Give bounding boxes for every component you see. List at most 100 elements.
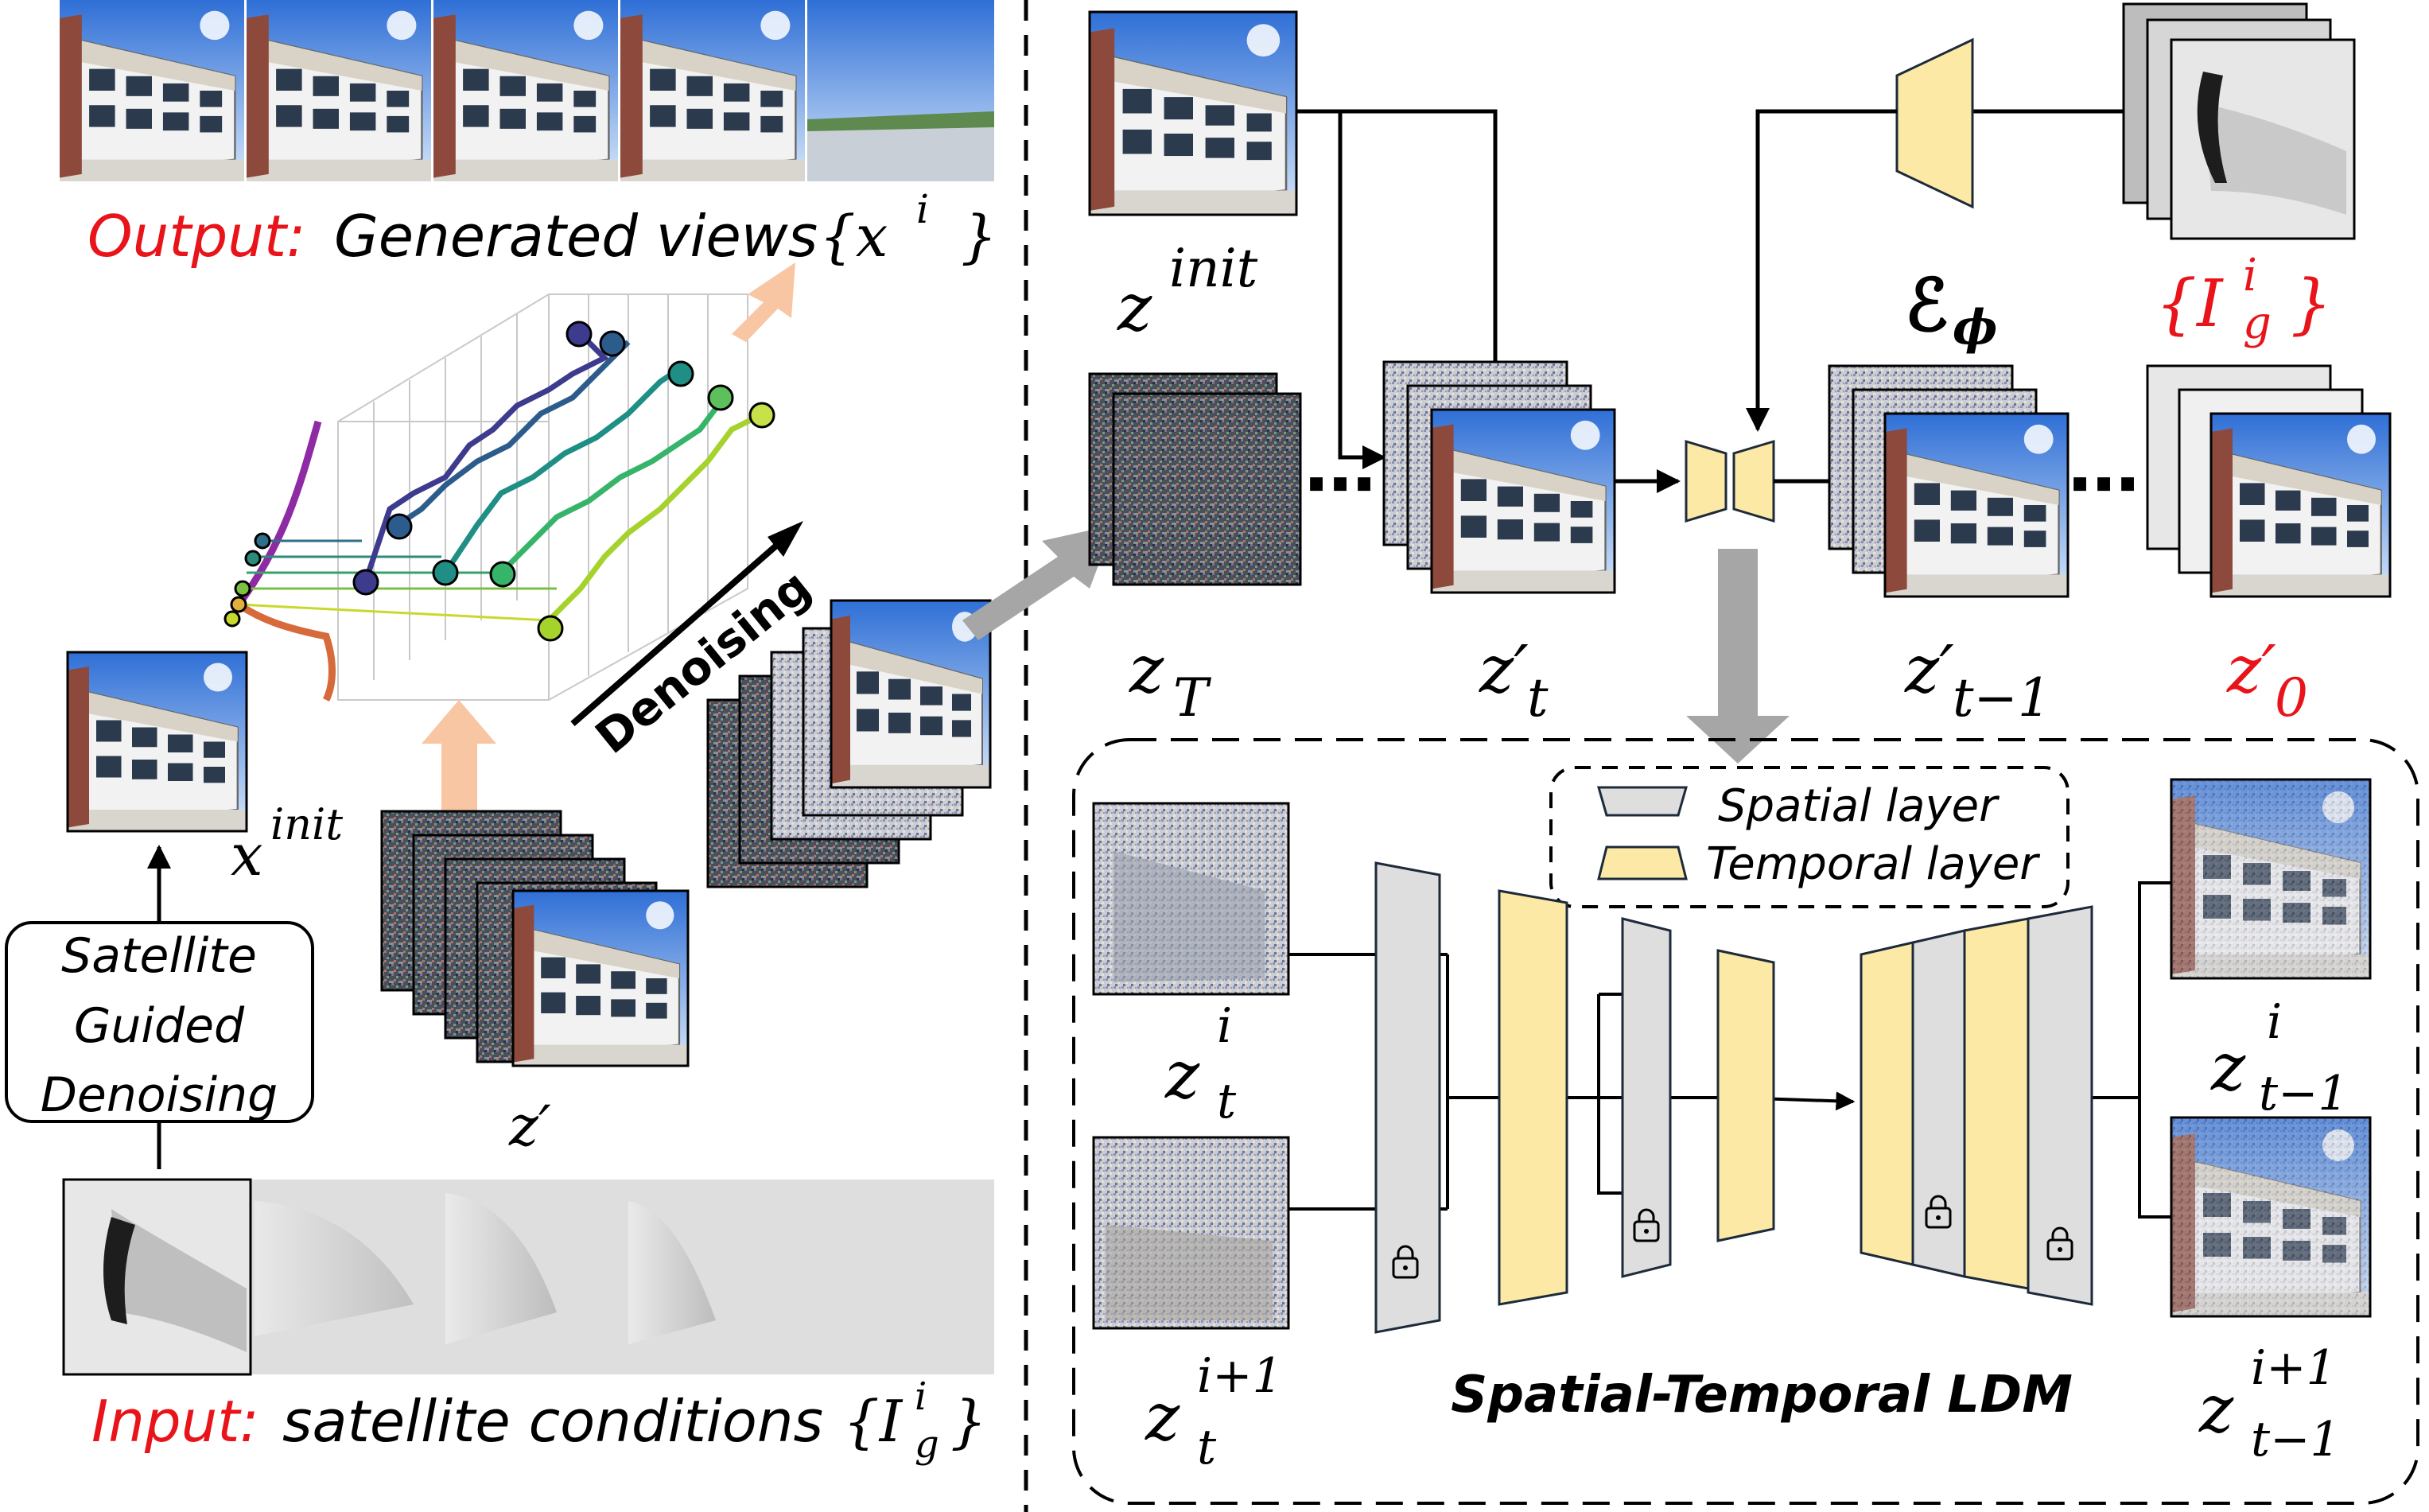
svg-text:i: i [1217,998,1232,1054]
spatial-layer-swatch [1597,786,1688,817]
svg-text:}: } [2291,266,2332,342]
svg-text:z: z [1129,632,1164,708]
svg-text:t: t [1197,1420,1217,1475]
svg-text:g: g [2243,297,2272,349]
ldm-network [1288,861,2171,1334]
output-caption: Output: Generated views {x i } [87,186,997,270]
svg-text:z: z [1164,1038,1200,1114]
lock-icon [1633,1208,1660,1242]
svg-text:z: z [2198,1372,2234,1448]
legend-spatial-label: Spatial layer [1718,780,2000,832]
spatial-layer-4 [2027,905,2093,1306]
z-0-label: z′ 0 [2226,632,2308,729]
gray-arrow-down [1686,549,1790,764]
temporal-layer-4 [1963,917,2030,1290]
z-t1-i1-label: z i+1 t−1 [2198,1340,2341,1467]
unet-block [1685,439,1775,523]
svg-text:{I: {I [2155,266,2224,342]
z-t-i1-image [1092,1136,1290,1330]
svg-text:t−1: t−1 [2259,1066,2349,1121]
svg-text:x: x [231,822,263,888]
svg-text:t: t [1217,1074,1237,1129]
svg-text:Guided: Guided [74,998,245,1054]
noisy-views-stack [706,599,992,888]
output-set: {x [819,203,888,270]
svg-text:Satellite: Satellite [61,928,257,984]
encoder-label: ℰ ϕ [1905,263,1997,356]
input-set-close: } [950,1388,987,1455]
output-text: Generated views [334,203,818,270]
output-views-strip [58,0,994,183]
svg-text:z′: z′ [2226,632,2276,708]
z-t-1-stack [1828,364,2070,598]
svg-text:ℰ: ℰ [1905,263,1949,348]
z-t-label: z′ t [1479,632,1549,729]
z-T-noise [1088,372,1302,586]
dots-left: ⋯ [1304,443,1376,527]
lock-icon [1925,1195,1952,1229]
gray-arrow-left [962,525,1113,640]
input-caption: Input: satellite conditions {I i g } [91,1374,987,1467]
output-prefix: Output: [87,203,305,270]
input-text: satellite conditions [282,1388,823,1455]
satellite-conditions-strip [62,1178,994,1376]
spatial-layer-2 [1621,917,1672,1278]
input-prefix: Input: [91,1388,259,1455]
temporal-layer-1 [1498,889,1568,1306]
input-set-open: {I [843,1388,904,1455]
temporal-layer-3 [1860,941,1914,1266]
svg-text:z: z [2210,1030,2246,1106]
dots-right: ⋯ [2068,443,2139,527]
svg-text:t−1: t−1 [1953,667,2051,729]
svg-text:z: z [1145,1380,1180,1456]
svg-text:0: 0 [2275,667,2308,729]
z-init-image [1088,10,1298,216]
input-set-sup: i [915,1374,927,1419]
z-prime-stack [380,810,690,1067]
svg-text:z′: z′ [1479,632,1529,708]
z-t-i1-label: z i+1 t [1145,1348,1283,1475]
z-t-i-label: z i t [1164,998,1237,1129]
svg-text:ϕ: ϕ [1953,300,1997,356]
z-t1-i-label: z i t−1 [2210,994,2349,1121]
z-t1-i-image [2170,778,2372,980]
Ig-label: {I i g } [2155,250,2332,349]
svg-text:z′: z′ [1904,632,1954,708]
svg-text:t: t [1527,667,1549,729]
z-t1-i1-image [2170,1116,2372,1318]
z-t-i-image [1092,802,1290,996]
svg-text:i+1: i+1 [2251,1340,2337,1396]
svg-text:z: z [1117,270,1152,346]
lock-icon [1392,1245,1419,1279]
z-init-label: z init [1117,238,1258,346]
z-0-stack [2146,364,2392,598]
svg-text:init: init [270,799,343,849]
legend-temporal-label: Temporal layer [1706,838,2040,890]
z-T-label: z T [1129,632,1212,729]
temporal-layer-2 [1716,949,1775,1242]
svg-text:t−1: t−1 [2251,1412,2341,1467]
Ig-stack [2122,2,2356,240]
svg-text:i: i [2243,250,2257,301]
x-init-image [66,651,248,833]
z-prime-label: z′ [508,1094,551,1159]
x-init-label: x init [231,799,343,888]
input-set-sub: g [915,1422,939,1467]
encoder-block [1895,37,1974,209]
z-t-1-label: z′ t−1 [1904,632,2051,729]
ldm-legend: Spatial layer Temporal layer [1549,766,2070,908]
ldm-title: Spatial-Temporal LDM [1451,1366,2073,1425]
svg-text:i+1: i+1 [1197,1348,1283,1404]
z-t-stack [1382,360,1616,594]
svg-text:T: T [1173,667,1212,729]
output-close: } [961,203,997,270]
ldm-container [1072,738,2419,1505]
output-sup: i [916,186,929,232]
lock-icon [2046,1226,2073,1261]
svg-text:init: init [1169,238,1258,299]
svg-text:i: i [2267,994,2282,1050]
spatial-layer-1 [1374,861,1441,1334]
temporal-layer-swatch [1597,845,1688,880]
svg-text:Denoising: Denoising [41,1067,278,1123]
